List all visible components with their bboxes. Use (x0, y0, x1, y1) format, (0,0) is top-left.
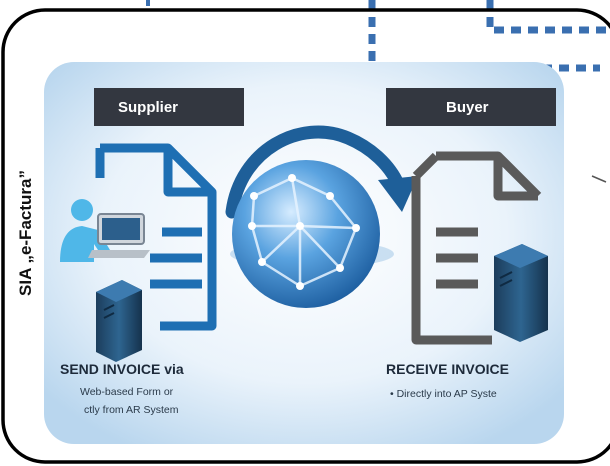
outer-frame (1, 8, 610, 464)
side-label-text: SIA „e-Factura” (16, 170, 35, 296)
buyer-server-icon (494, 244, 548, 342)
supplier-caption-title: SEND INVOICE via (60, 361, 184, 377)
buyer-document-icon (411, 151, 542, 345)
globe-icon (230, 160, 394, 308)
supplier-document-icon (95, 143, 217, 331)
buyer-caption-line-1: • Directly into AP Syste (390, 388, 497, 400)
supplier-caption-line-2: ctly from AR System (84, 404, 179, 416)
laptop-user-icon (60, 199, 150, 262)
buyer-caption-title: RECEIVE INVOICE (386, 361, 509, 377)
buyer-header: Buyer (386, 88, 556, 126)
transfer-arrow-icon (225, 125, 418, 219)
supplier-header: Supplier (94, 88, 244, 126)
supplier-server-icon (96, 280, 142, 362)
side-label: SIA „e-Factura” (8, 68, 44, 398)
supplier-caption-line-1: Web-based Form or (80, 386, 174, 398)
edge-tick (591, 175, 607, 183)
